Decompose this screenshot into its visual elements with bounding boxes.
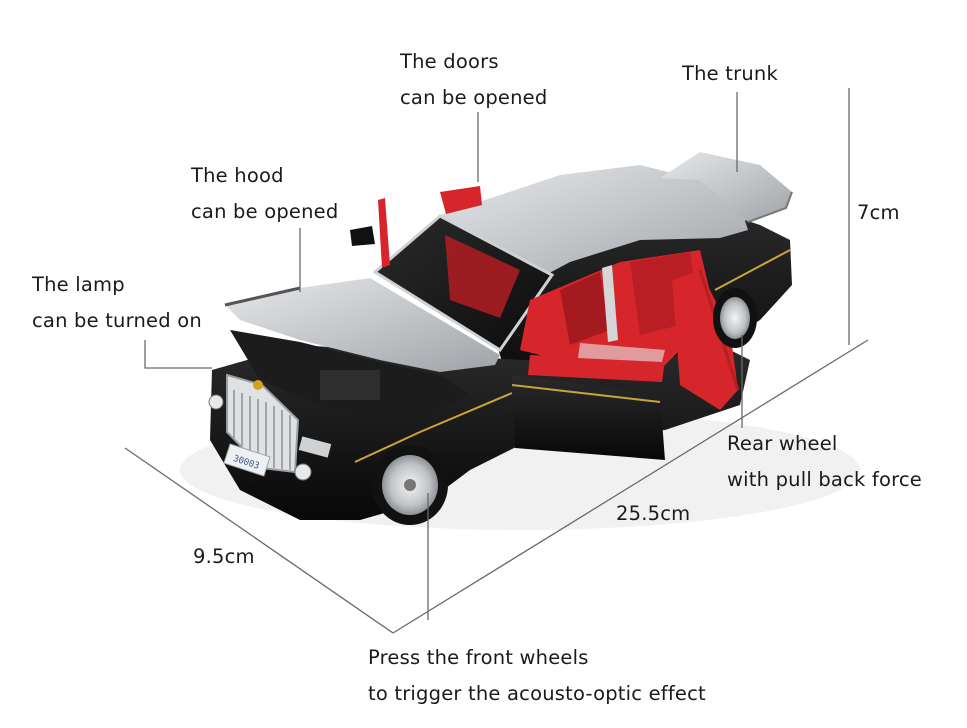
front-door-window — [578, 343, 665, 362]
width-dimension: 9.5cm — [193, 545, 255, 568]
doors-line-1: The doors — [400, 50, 499, 73]
pinstripe — [354, 392, 513, 463]
front-door-inner — [528, 355, 665, 382]
car-model: 30003 — [208, 152, 793, 525]
length-dimension: 25.5cm — [616, 502, 691, 525]
lamp-annotation: The lamp can be turned on — [32, 267, 202, 339]
rear-wheel-annotation: Rear wheel with pull back force — [727, 426, 922, 498]
b-pillar — [602, 265, 618, 342]
seat-front — [560, 272, 610, 345]
headlight-strip — [298, 436, 332, 458]
headlight-left — [208, 394, 224, 410]
front-door-open — [512, 375, 665, 460]
rear-left-door-red — [440, 186, 482, 214]
windshield-interior-seat — [445, 235, 520, 318]
length-line — [392, 339, 869, 634]
rear-wheel — [713, 288, 757, 348]
hood — [225, 278, 500, 372]
hood-edge — [224, 286, 301, 307]
front-left-door-red — [378, 198, 390, 268]
trunk-lid — [660, 152, 792, 222]
roof — [440, 165, 748, 278]
hood-ornament — [253, 380, 263, 390]
rear-wheel-line-1: Rear wheel — [727, 432, 838, 455]
license-plate — [223, 443, 271, 477]
lamp-leader — [144, 340, 212, 369]
side-mirror — [350, 226, 375, 246]
lamp-line-1: The lamp — [32, 273, 125, 296]
front-wheels-line-2: to trigger the acousto-optic effect — [368, 682, 706, 705]
pinstripe-rear — [714, 249, 791, 291]
rear-wheel-line-2: with pull back force — [727, 468, 922, 491]
front-wheels-line-1: Press the front wheels — [368, 646, 589, 669]
hood-line-2: can be opened — [191, 200, 339, 223]
leader-lines — [144, 92, 743, 620]
height-dimension: 7cm — [857, 201, 900, 224]
dimension-lines — [124, 88, 869, 634]
engine-detail — [320, 370, 380, 400]
trunk-annotation: The trunk — [682, 56, 778, 92]
door-stripe — [511, 384, 661, 403]
headlight-right — [294, 463, 312, 481]
rear-door-open — [672, 270, 738, 410]
trunk-edge — [747, 191, 793, 223]
front-wheels-annotation: Press the front wheels to trigger the ac… — [368, 640, 706, 712]
width-line — [124, 447, 394, 634]
trunk-line-1: The trunk — [682, 62, 778, 85]
hood-line-1: The hood — [191, 164, 284, 187]
lamp-line-2: can be turned on — [32, 309, 202, 332]
doors-annotation: The doors can be opened — [400, 44, 547, 116]
doors-line-2: can be opened — [400, 86, 548, 109]
front-wheel — [372, 445, 448, 525]
hood-annotation: The hood can be opened — [191, 158, 338, 230]
